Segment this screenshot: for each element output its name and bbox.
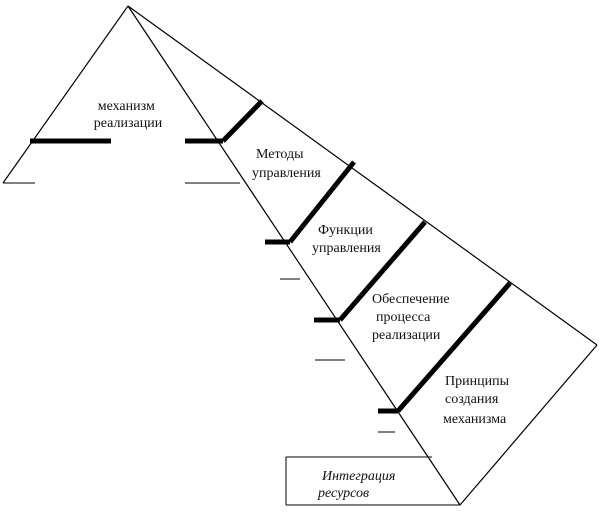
label-integration: Интеграция ресурсов bbox=[317, 469, 399, 501]
left-base-strokes bbox=[3, 182, 395, 433]
label-support-line3: реализации bbox=[372, 328, 441, 343]
label-support-line2: процесса bbox=[376, 310, 431, 325]
label-integration-line1: Интеграция bbox=[321, 469, 395, 484]
pyramid-right-edge bbox=[127, 5, 598, 346]
pyramid-spine bbox=[127, 5, 461, 506]
label-functions-line2: управления bbox=[312, 241, 381, 256]
pyramid-right-base bbox=[459, 344, 598, 506]
bar-3 bbox=[338, 220, 427, 322]
pyramid-left-edge bbox=[2, 5, 129, 184]
bar-1 bbox=[221, 99, 264, 143]
label-methods-line2: управления bbox=[252, 166, 321, 181]
label-support: Обеспечение процесса реализации bbox=[372, 292, 453, 343]
label-mechanism-line2: реализации bbox=[94, 116, 163, 131]
label-principles-line3: механизма bbox=[443, 412, 507, 427]
label-mechanism-line1: механизм bbox=[98, 99, 155, 114]
level-bars bbox=[221, 99, 512, 413]
bar-2 bbox=[288, 160, 356, 244]
label-principles-line1: Принципы bbox=[445, 374, 510, 389]
bar-4 bbox=[396, 281, 512, 413]
label-methods: Методы управления bbox=[252, 147, 321, 181]
integration-box bbox=[285, 456, 460, 506]
label-principles: Принципы создания механизма bbox=[443, 374, 512, 427]
label-mechanism: механизм реализации bbox=[94, 99, 163, 131]
label-methods-line1: Методы bbox=[256, 147, 304, 162]
label-functions: Функции управления bbox=[312, 223, 381, 256]
label-functions-line1: Функции bbox=[318, 223, 373, 238]
level-ledges bbox=[30, 138, 398, 414]
label-support-line1: Обеспечение bbox=[372, 292, 450, 307]
label-integration-line2: ресурсов bbox=[317, 486, 369, 501]
pyramid-outline bbox=[2, 5, 598, 506]
label-principles-line2: создания bbox=[445, 392, 499, 407]
